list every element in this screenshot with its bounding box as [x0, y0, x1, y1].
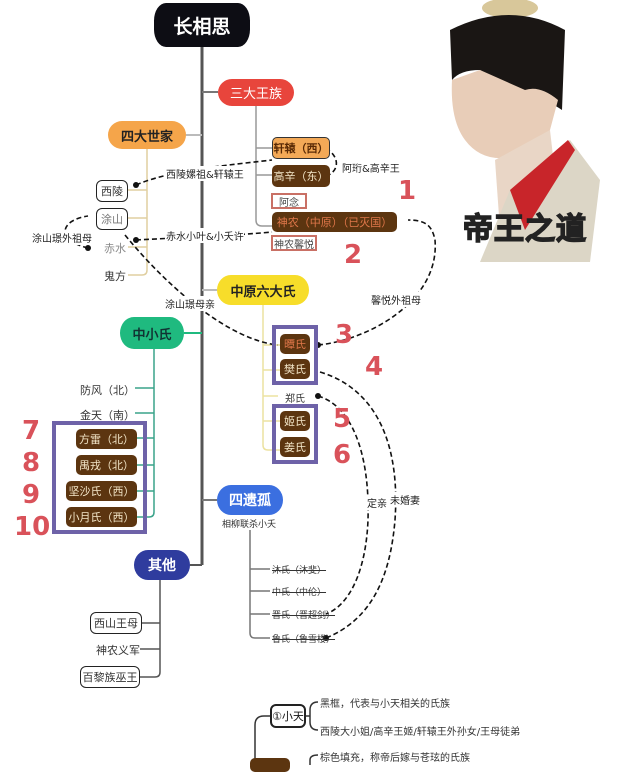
clan-jintian[interactable]: 金天（南）	[80, 409, 135, 422]
family-chishui[interactable]: 赤水	[104, 242, 126, 255]
other-xishan-wangmu[interactable]: 西山王母	[90, 612, 142, 634]
clan-yurong[interactable]: 禺戎（北）	[76, 455, 137, 475]
relation-xinyue-grandma	[317, 219, 436, 346]
relation-ahen-gaoxin	[317, 145, 338, 179]
clan-fan[interactable]: 樊氏	[280, 359, 310, 379]
label-chishui-xiaoyao: 赤水小叶&小夭许	[166, 228, 244, 243]
root-title[interactable]: 长相思	[154, 3, 250, 47]
number-9: 9	[22, 480, 41, 510]
person-xinyue[interactable]: 神农馨悦	[271, 235, 317, 251]
number-5: 5	[333, 404, 352, 434]
number-3: 3	[335, 320, 354, 350]
legend-brown-swatch	[250, 758, 290, 772]
number-7: 7	[22, 416, 41, 446]
clan-xiaoyueshi[interactable]: 小月氏（西）	[66, 507, 137, 527]
other-baili-wuwang[interactable]: 百黎族巫王	[80, 666, 140, 688]
legend-xiaoyao-desc2: 西陵大小姐/高辛王姬/轩辕王外孙女/王母徒弟	[320, 727, 521, 738]
clan-xuanyuan[interactable]: 轩辕（西）	[272, 137, 330, 159]
label-fiancee: 未婚妻	[390, 492, 420, 507]
clan-shennong[interactable]: 神农（中原）（已灭国）	[272, 212, 397, 232]
family-tushan[interactable]: 涂山	[96, 208, 128, 230]
number-2: 2	[344, 240, 363, 270]
legend-xiaoyao-desc1: 黑框，代表与小天相关的氏族	[320, 699, 450, 710]
label-tushan-grandma: 涂山璟外祖母	[32, 230, 92, 245]
number-4: 4	[365, 352, 384, 382]
category-four-families[interactable]: 四大世家	[108, 121, 186, 149]
category-four-orphans[interactable]: 四遗孤	[217, 485, 283, 515]
label-xinyue-grandma: 馨悦外祖母	[371, 292, 421, 307]
clan-gaoxin[interactable]: 高辛（东）	[272, 165, 330, 187]
category-three-royal[interactable]: 三大王族	[218, 79, 294, 106]
person-anian[interactable]: 阿念	[271, 193, 307, 209]
number-1: 1	[398, 176, 417, 206]
clan-jianshashi[interactable]: 坚沙氏（西）	[66, 481, 137, 501]
highlight-frame-5-6	[272, 404, 318, 464]
family-guifang[interactable]: 鬼方	[104, 270, 126, 283]
orphan-lu[interactable]: 鲁氏（鲁雪楼）	[272, 635, 336, 645]
highlight-frame-7-10	[52, 421, 147, 534]
clan-ji[interactable]: 姬氏	[280, 411, 310, 431]
label-engaged: 定亲	[367, 495, 387, 510]
orphan-mu[interactable]: 沐氏（沐斐）	[272, 566, 327, 576]
relation-tushan-grandma	[64, 215, 89, 249]
legend-brown-desc: 棕色填充，称帝后嫁与苍玹的氏族	[320, 753, 470, 764]
number-10: 10	[14, 512, 51, 542]
character-photo	[440, 0, 623, 262]
clan-fanglei[interactable]: 方雷（北）	[76, 429, 137, 449]
relation-fiancee	[319, 371, 397, 639]
orphan-jin[interactable]: 晋氏（晋超剑）	[272, 611, 336, 621]
photo-caption: 帝王之道	[462, 211, 587, 248]
number-8: 8	[22, 448, 41, 478]
category-others[interactable]: 其他	[134, 550, 190, 580]
label-xiling-xuanyuan: 西陵嫘祖&轩辕王	[166, 166, 244, 181]
orphans-note: 相柳联杀小夭	[222, 520, 277, 530]
clan-fangfeng[interactable]: 防风（北）	[80, 384, 135, 397]
other-shennong-army[interactable]: 神农义军	[96, 644, 140, 657]
label-ahen-gaoxin: 阿珩&高辛王	[342, 164, 400, 175]
clan-zheng[interactable]: 郑氏	[285, 394, 305, 405]
category-minor[interactable]: 中小氏	[120, 317, 184, 349]
category-central-six[interactable]: 中原六大氏	[217, 275, 309, 305]
number-6: 6	[333, 440, 352, 470]
clan-tan[interactable]: 曋氏	[280, 334, 310, 354]
orphan-zhong[interactable]: 中氏（中伦）	[272, 588, 327, 598]
highlight-frame-3-4	[272, 325, 318, 385]
clan-jiang[interactable]: 姜氏	[280, 437, 310, 457]
label-tushan-mother: 涂山璟母亲	[165, 296, 215, 311]
family-xiling[interactable]: 西陵	[96, 180, 128, 202]
legend-xiaoyao-box: ①小天	[270, 704, 306, 728]
